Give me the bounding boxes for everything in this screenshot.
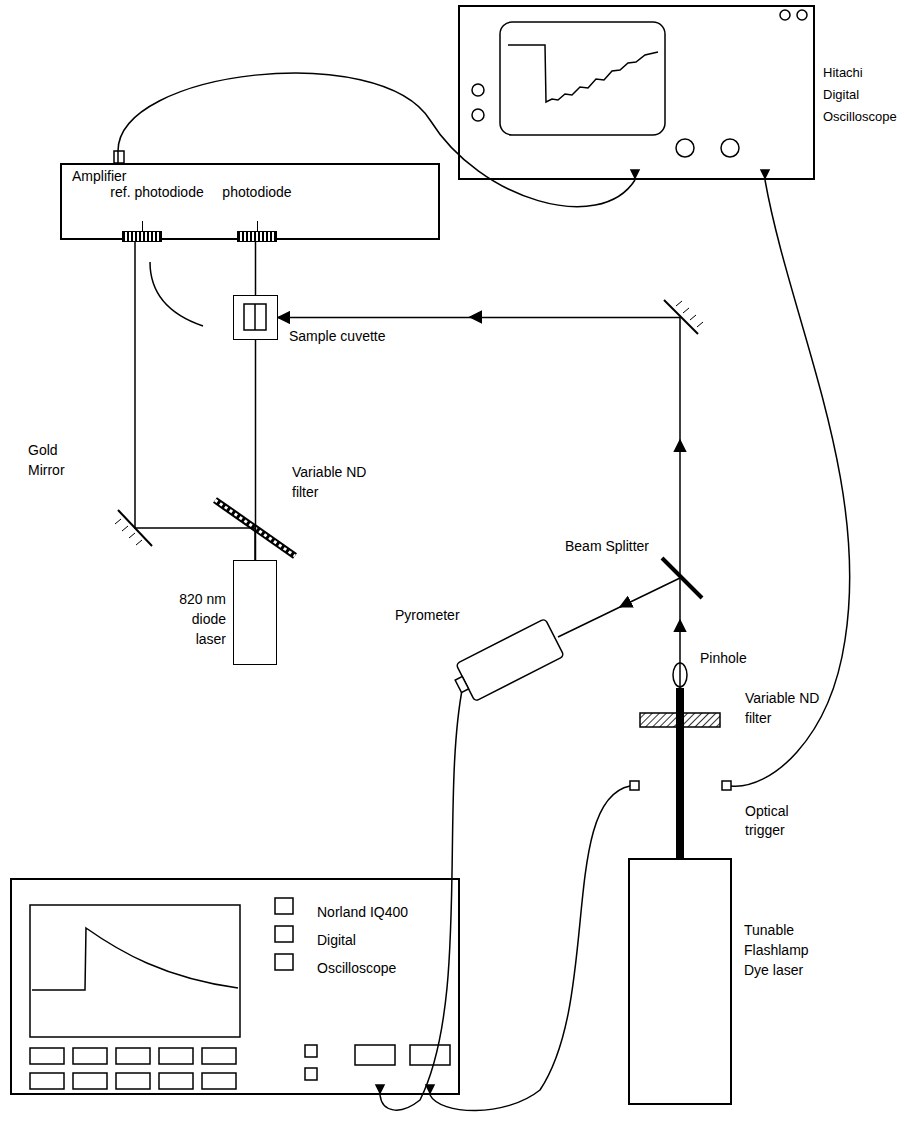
button bbox=[116, 1048, 150, 1064]
part-label: Variable ND filter bbox=[745, 688, 825, 728]
oscilloscope-box: Hitachi Digital Oscilloscope bbox=[458, 5, 815, 180]
scope-screen bbox=[500, 22, 665, 135]
knob bbox=[797, 10, 807, 20]
arc bbox=[150, 262, 203, 326]
button bbox=[116, 1073, 150, 1089]
pyrometer-lens bbox=[455, 676, 468, 692]
button bbox=[275, 926, 293, 942]
button bbox=[30, 1048, 64, 1064]
norland-parts bbox=[30, 898, 450, 1093]
cell-window bbox=[244, 304, 266, 330]
button bbox=[30, 1073, 64, 1089]
button bbox=[355, 1045, 395, 1065]
photodiode-detector: ref. photodiode bbox=[102, 182, 212, 242]
part-label: Optical trigger bbox=[745, 802, 789, 840]
laser-box: Tunable Flashlamp Dye laser bbox=[628, 858, 732, 1105]
trigger-cable bbox=[430, 786, 630, 1111]
trigger-cable bbox=[731, 180, 850, 786]
cable bbox=[380, 685, 463, 1110]
button bbox=[159, 1073, 193, 1089]
amplifier-box: Amplifierref. photodiodephotodiode bbox=[60, 163, 440, 240]
button bbox=[202, 1073, 236, 1089]
photodiode-detector: photodiode bbox=[215, 182, 299, 242]
button bbox=[275, 954, 293, 970]
part-label: Variable ND filter bbox=[292, 462, 372, 502]
node-label: photodiode bbox=[215, 184, 299, 200]
button bbox=[159, 1048, 193, 1064]
scope-screen bbox=[30, 905, 240, 1037]
light-beam bbox=[255, 340, 257, 560]
node-label: Sample cuvette bbox=[289, 328, 386, 344]
button bbox=[73, 1048, 107, 1064]
beam-arrow bbox=[620, 603, 628, 607]
knob bbox=[472, 84, 484, 96]
photodiode-plate bbox=[122, 231, 162, 242]
cell-divider bbox=[254, 304, 256, 330]
optical-trigger bbox=[630, 781, 639, 790]
connector bbox=[426, 1085, 434, 1093]
button bbox=[305, 1045, 317, 1057]
button bbox=[410, 1045, 450, 1065]
node-label: Tunable Flashlamp Dye laser bbox=[744, 920, 830, 980]
pyrometer: Pyrometer bbox=[455, 615, 565, 705]
beam-splitter bbox=[662, 558, 702, 598]
photodiode-plate bbox=[237, 231, 277, 242]
optical-trigger bbox=[722, 781, 731, 790]
scope-trace bbox=[508, 45, 658, 102]
photodiode-stem bbox=[257, 221, 258, 231]
cuvette-cell bbox=[234, 296, 276, 338]
node-label: Hitachi Digital Oscilloscope bbox=[823, 62, 897, 128]
node-label: Amplifier bbox=[72, 168, 126, 184]
node-label: Norland IQ400 Digital Oscilloscope bbox=[317, 898, 429, 982]
node-label: ref. photodiode bbox=[102, 184, 212, 200]
connector bbox=[761, 170, 769, 178]
button bbox=[305, 1068, 317, 1080]
knob bbox=[676, 139, 694, 157]
button bbox=[73, 1073, 107, 1089]
light-beam bbox=[255, 242, 257, 295]
node-label: 820 nm diode laser bbox=[162, 589, 226, 649]
connector bbox=[376, 1085, 384, 1093]
button bbox=[202, 1048, 236, 1064]
photodiode-stem bbox=[142, 221, 143, 231]
knob bbox=[780, 10, 790, 20]
part-label: Beam Splitter bbox=[565, 538, 649, 554]
knob bbox=[721, 139, 739, 157]
button bbox=[275, 898, 293, 914]
node-label: Pyrometer bbox=[395, 607, 460, 623]
hitachi-parts bbox=[472, 10, 807, 178]
knob bbox=[472, 109, 484, 121]
pyrometer-beam bbox=[558, 578, 680, 637]
amplifier-jack bbox=[114, 151, 124, 163]
connector bbox=[631, 170, 639, 178]
button-row bbox=[30, 1048, 236, 1089]
pyrometer-outline bbox=[455, 615, 565, 705]
oscilloscope-box: Norland IQ400 Digital Oscilloscope bbox=[10, 878, 460, 1095]
pyrometer-body bbox=[456, 619, 564, 702]
laser-box: 820 nm diode laser bbox=[233, 560, 277, 665]
part-label: Gold Mirror bbox=[28, 440, 65, 480]
part-label: Pinhole bbox=[700, 650, 747, 666]
scope-trace bbox=[32, 928, 238, 990]
cables bbox=[430, 180, 850, 1111]
light-beam bbox=[135, 242, 255, 560]
cuvette: Sample cuvette bbox=[233, 295, 278, 340]
light-beam bbox=[278, 318, 680, 859]
